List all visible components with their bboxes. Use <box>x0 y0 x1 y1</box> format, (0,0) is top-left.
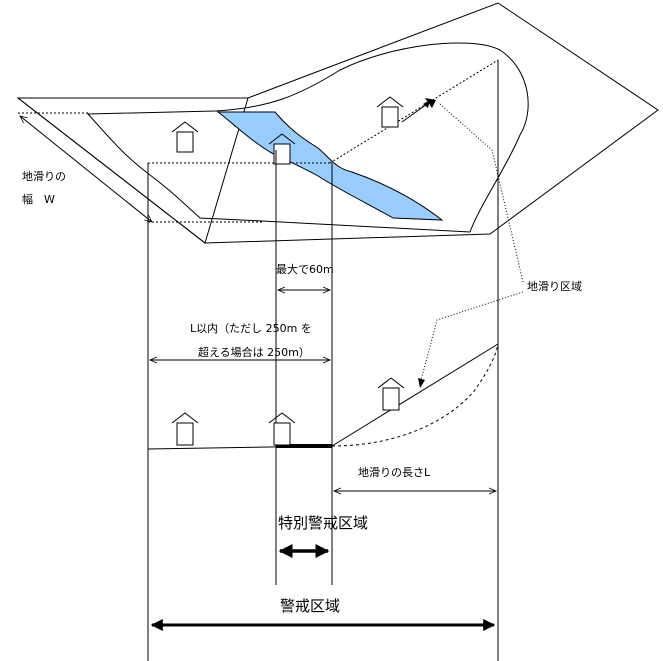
leader-arrow-head-bottom <box>418 378 425 388</box>
landslide-width-label-line2: 幅 W <box>22 193 55 206</box>
landslide-blue-area <box>216 111 444 221</box>
special-warning-zone-label: 特別警戒区域 <box>278 514 368 532</box>
perspective-view <box>16 2 659 244</box>
house-icon <box>171 121 199 153</box>
house-icon <box>377 377 405 411</box>
width-w-arrow <box>20 116 152 222</box>
warning-zone-label: 警戒区域 <box>280 597 340 615</box>
landslide-zone-label: 地滑り区域 <box>527 280 582 293</box>
landslide-length-label: 地滑りの長さL <box>358 466 431 479</box>
house-icon <box>268 133 296 165</box>
slope-line <box>331 343 499 447</box>
landslide-zone-leader-bottom <box>419 291 524 385</box>
landslide-zone-leader-top <box>439 103 524 283</box>
cross-section-view <box>147 343 499 450</box>
ground-plane-front-edge <box>17 2 659 244</box>
landslide-width-label-line1: 地滑りの <box>22 170 66 183</box>
house-icon <box>171 412 199 446</box>
leader-arrow-head-top <box>425 98 436 108</box>
house-icon <box>376 96 404 128</box>
length-dotted-axis <box>329 59 499 164</box>
slip-surface <box>331 343 499 447</box>
house-icon <box>268 412 296 446</box>
max-60m-label: 最大で60m <box>276 262 334 276</box>
landslide-area-outline <box>86 42 529 233</box>
within-l-label-line2: 超える場合は 250m） <box>198 345 310 359</box>
within-l-label-line1: L以内（ただし 250m を <box>190 321 312 335</box>
